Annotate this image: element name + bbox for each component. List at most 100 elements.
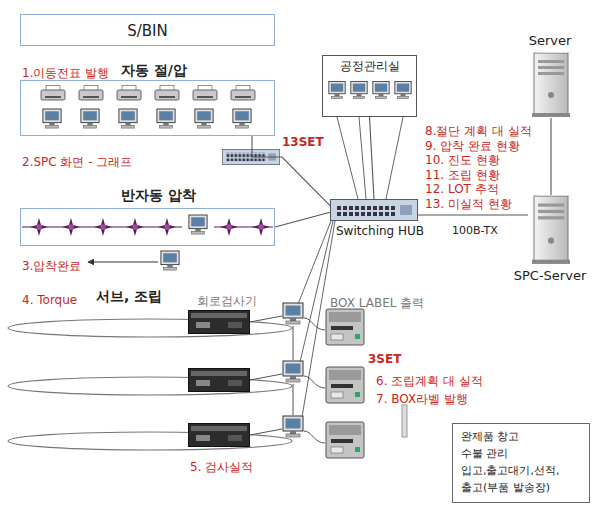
node-text: S/BIN: [127, 22, 168, 40]
label-wrap: 1.이동전표 발행: [22, 62, 109, 81]
node-text: 반자동 압착: [121, 187, 196, 204]
switching-hub: Switching HUB: [330, 199, 418, 221]
drawing-part: [157, 109, 175, 128]
callout-label: 회로검사기: [197, 294, 257, 308]
drawing-part: [395, 82, 411, 99]
drawing-part: [326, 367, 364, 403]
label-wrap: 8.절단 계획 대 실적: [425, 120, 532, 139]
drawing-part: [30, 218, 48, 236]
drawing-part: [189, 369, 250, 392]
drawing-part: [126, 218, 144, 236]
drawing-part: [62, 218, 80, 236]
drawing-part: [158, 218, 176, 236]
drawing-part: [250, 429, 282, 435]
drawing-part: [189, 215, 207, 234]
callout-label: 3.압착완료: [22, 259, 81, 273]
server: SPC-Server: [528, 195, 574, 265]
label-printers: [326, 309, 364, 458]
drawing-part: [326, 309, 364, 345]
server-tower: [532, 52, 572, 117]
label-wrap: 서브, 조립: [96, 286, 162, 305]
callout-label: 7. BOX라벨 발행: [376, 392, 468, 406]
label-wrap: BOX LABEL 출력: [330, 292, 424, 311]
drawing-part: [293, 326, 294, 360]
node-text: 수불 관리: [461, 447, 509, 460]
drawing-part: [386, 117, 403, 199]
node-text: Switching HUB: [336, 224, 424, 238]
press-stars: [30, 218, 270, 236]
drawing-part: [359, 117, 366, 199]
drawing-part: [304, 376, 325, 388]
callout-label: 9. 압착 완료 현황: [425, 139, 520, 153]
label-wrap: 4. Torque: [22, 289, 77, 308]
network-cable: [550, 118, 551, 195]
label-wrap: 100B-TX: [450, 219, 500, 238]
drawing-part: [81, 109, 99, 128]
drawing-part: [283, 361, 303, 382]
callout-label: 5. 검사실적: [190, 460, 253, 474]
callout-label: 3SET: [368, 352, 401, 366]
printers: [41, 86, 255, 101]
network-cable: [418, 214, 528, 215]
drawing-part: [94, 218, 112, 236]
label-wrap: 6. 조립계획 대 실적: [376, 370, 483, 389]
drawing-part: [293, 384, 294, 415]
label-wrap: 12. LOT 추적: [425, 178, 499, 197]
callout-label: 13. 미실적 현황: [425, 197, 512, 211]
network-lines: [298, 117, 403, 417]
testers: [189, 311, 250, 447]
drawing-part: [337, 117, 358, 199]
drawing-part: [79, 86, 103, 101]
drawing-part: [373, 82, 389, 99]
drawing-part: [283, 303, 303, 324]
node-text: 입고,출고대기,선적,: [461, 464, 560, 477]
callout-label: 10. 진도 현황: [425, 153, 500, 167]
drawing-part: [250, 316, 282, 322]
drawing-part: [220, 218, 238, 236]
drawing-part: [250, 374, 282, 380]
label-wrap: 11. 조립 현황: [425, 164, 500, 183]
node-text: 공정관리실: [340, 59, 400, 73]
callout-label: BOX LABEL 출력: [330, 296, 424, 310]
switching-hub: [331, 200, 418, 221]
room-box: 공정관리실: [322, 55, 417, 117]
node-text: 출고(부품 발송장): [461, 481, 550, 494]
network-cable: [252, 136, 330, 206]
drawing-part: [193, 86, 217, 101]
drawing-part: [402, 405, 407, 437]
drawing-part: [41, 86, 65, 101]
drawing-part: [189, 311, 250, 334]
callout-label: 서브, 조립: [96, 288, 162, 304]
label-wrap: 3.압착완료: [22, 255, 81, 274]
drawing-part: [161, 251, 179, 270]
callout-label: 1.이동전표 발행: [22, 66, 109, 80]
drawing-part: [117, 86, 141, 101]
label-wrap: 10. 진도 현황: [425, 149, 500, 168]
network-cable: [370, 117, 375, 199]
drawing-part: [304, 431, 325, 443]
label-wrap: 13SET: [282, 131, 324, 150]
network-cable: [275, 212, 330, 227]
tester-cables: [250, 316, 325, 443]
label-wrap: 13. 미실적 현황: [425, 193, 512, 212]
drawing-part: [298, 221, 331, 304]
drawing-part: [283, 416, 303, 437]
callout-label: 11. 조립 현황: [425, 168, 500, 182]
server-tower: [532, 195, 572, 264]
drawing-part: [233, 109, 251, 128]
drawing-part: [252, 218, 270, 236]
callout-label: 2.SPC 화면 - 그래프: [22, 155, 132, 169]
warehouse-box: 완제품 창고수불 관리입고,출고대기,선적,출고(부품 발송장): [452, 423, 590, 503]
edge-label: 100B-TX: [450, 224, 500, 237]
drawing-part: [326, 422, 364, 458]
drawing-part: [231, 86, 255, 101]
drawing-part: [195, 109, 213, 128]
node-text: 자동 절/압: [121, 62, 187, 79]
node-text: Server: [529, 33, 572, 49]
callout-label: 13SET: [282, 135, 324, 149]
drawing-part: [304, 318, 325, 330]
drawing-part: [43, 109, 61, 128]
monitors: [43, 82, 411, 438]
label-wrap: 3SET: [368, 348, 401, 367]
